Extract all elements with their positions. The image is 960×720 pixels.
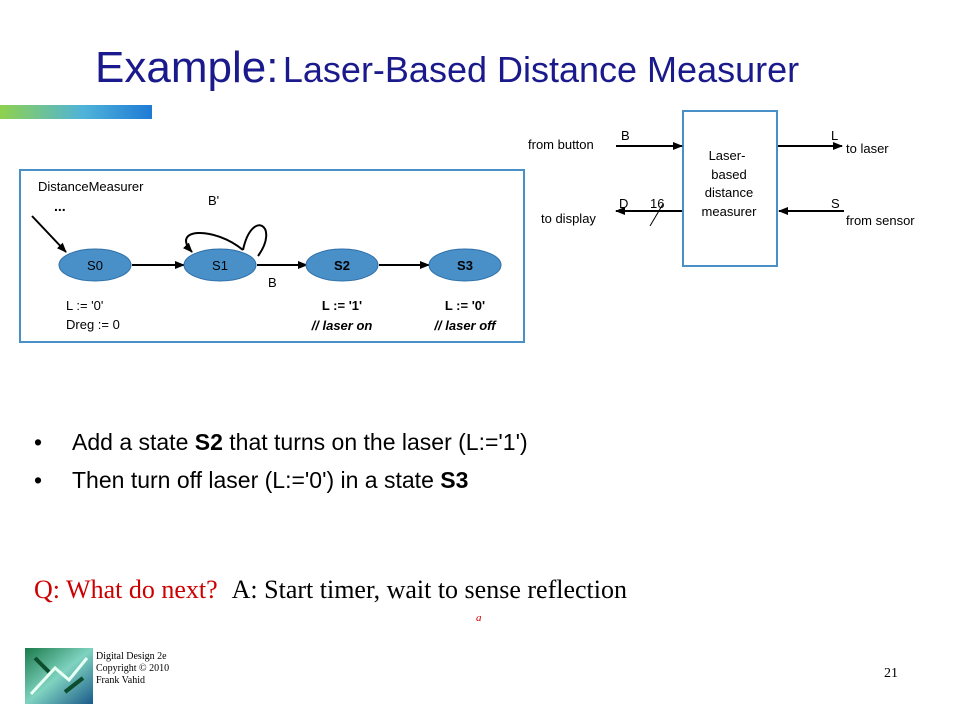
initial-transition-arrow — [31, 215, 67, 253]
block-label-line4: measurer — [702, 204, 758, 219]
port-s-desc: from sensor — [846, 213, 915, 228]
state-s1-label: S1 — [212, 258, 228, 273]
self-loop-s1 — [242, 224, 268, 257]
self-loop-condition: B' — [208, 193, 219, 208]
s0-action-2: Dreg := 0 — [66, 317, 120, 332]
bullet-list: •Add a state S2 that turns on the laser … — [34, 426, 528, 502]
title-gradient-bar — [0, 105, 152, 119]
book-logo-icon — [25, 648, 93, 704]
port-d-desc: to display — [541, 211, 596, 226]
state-s2-label: S2 — [334, 258, 350, 273]
state-s1 — [183, 248, 257, 282]
measurer-block — [682, 110, 778, 267]
block-diagram: Laser- based distance measurer B from bu… — [528, 110, 915, 267]
block-label-line2: based — [711, 167, 746, 182]
answer-text: A: Start timer, wait to sense reflection — [231, 575, 627, 604]
port-b-label: B — [621, 128, 630, 143]
slide-title: Example: Laser-Based Distance Measurer — [95, 46, 799, 90]
port-l-desc: to laser — [846, 141, 889, 156]
port-l-label: L — [831, 128, 838, 143]
bus-slash — [649, 203, 664, 227]
footer-credits: Digital Design 2e Copyright © 2010 Frank… — [96, 651, 169, 687]
port-d-label: D — [619, 196, 628, 211]
self-loop-s1-entry — [182, 232, 244, 253]
tiny-mark: a — [476, 612, 482, 624]
state-s0 — [58, 248, 132, 282]
bullet-item: •Then turn off laser (L:='0') in a state… — [34, 464, 528, 502]
state-s3 — [428, 248, 502, 282]
question-text: Q: What do next? — [34, 575, 218, 604]
footer-line: Copyright © 2010 — [96, 663, 170, 674]
port-b-desc: from button — [528, 137, 594, 152]
port-d-width: 16 — [650, 196, 664, 211]
title-prefix: Example: — [95, 43, 279, 92]
page-number: 21 — [884, 666, 898, 681]
state-s3-label: S3 — [457, 258, 473, 273]
question-answer: Q: What do next? A: Start timer, wait to … — [34, 575, 627, 605]
s2-action-2: // laser on — [311, 318, 373, 333]
s0-action-1: L := '0' — [66, 298, 103, 313]
fsm-name: DistanceMeasurer — [38, 179, 144, 194]
fsm-diagram: DistanceMeasurer ... S0 S1 S2 S3 B' B L … — [19, 169, 525, 343]
bullet-dot-icon: • — [34, 429, 43, 455]
footer-line: Frank Vahid — [96, 675, 145, 686]
port-s-label: S — [831, 196, 840, 211]
state-s2 — [305, 248, 379, 282]
s1-s2-condition: B — [268, 275, 277, 290]
footer-line: Digital Design 2e — [96, 651, 167, 662]
block-label-line3: distance — [705, 185, 753, 200]
s2-action-1: L := '1' — [322, 298, 362, 313]
title-main: Laser-Based Distance Measurer — [282, 49, 800, 90]
s3-action-1: L := '0' — [445, 298, 485, 313]
bullet-dot-icon: • — [34, 467, 43, 493]
fsm-ellipsis: ... — [54, 198, 66, 214]
state-s0-label: S0 — [87, 258, 103, 273]
s3-action-2: // laser off — [433, 318, 497, 333]
bullet-item: •Add a state S2 that turns on the laser … — [34, 426, 528, 464]
block-label-line1: Laser- — [709, 148, 746, 163]
